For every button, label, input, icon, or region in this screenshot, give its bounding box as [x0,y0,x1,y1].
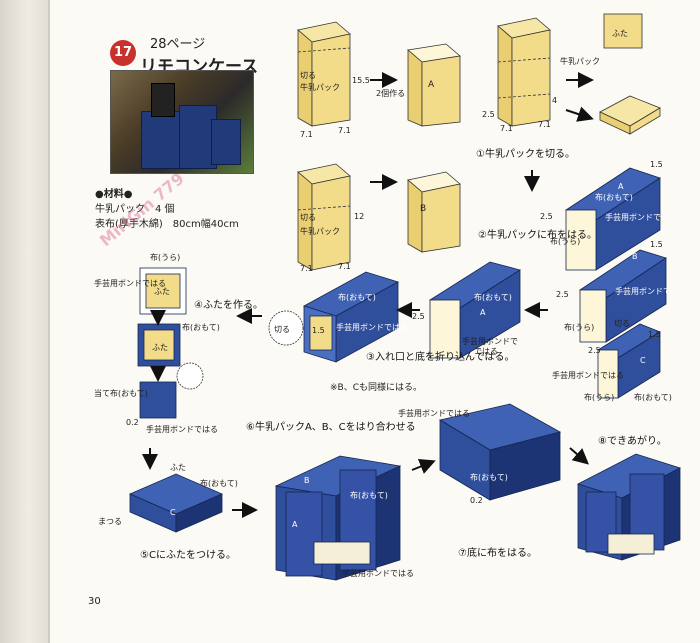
step-3-note: ※B、Cも同様にはる。 [330,383,422,393]
label-cloth-back-b: 布(うら) [564,323,595,332]
dim-1-5-a: 1.5 [650,160,663,169]
step-5-text: ⑤Cにふたをつける。 [140,550,236,561]
label-sew: まつる [98,517,122,526]
label-b: B [420,204,427,214]
label-glue-step6: 手芸用ボンドではる [342,569,414,578]
dim-1-5-b: 1.5 [650,240,663,249]
label-glue-wa-step3: ではる [474,347,498,356]
label-glue-step7: 手芸用ボンドではる [398,409,470,418]
label-two-pieces: 2個作る [376,89,406,98]
step-2-text: ②牛乳パックに布をはる。 [478,230,597,241]
label-backing-cloth: 当て布(おもて) [94,389,148,398]
label-cloth-back-a: 布(うら) [550,237,581,246]
label-b-step6: B [304,476,310,485]
label-cloth-front-step7: 布(おもて) [470,473,508,482]
label-milk-pack-3: 牛乳パック [300,227,340,236]
label-cloth-front-step3: 布(おもて) [474,293,512,302]
label-lid-1: ふた [154,287,170,296]
label-cut-3: 切る [614,319,630,328]
label-glue-b: 手芸用ボンドで [615,287,671,296]
label-lid-piece: ふた [612,29,628,38]
label-b-denim: B [632,252,638,261]
label-milk-pack: 牛乳パック [300,83,340,92]
dim-2-5-c: 2.5 [588,346,601,355]
dim-7-1-d: 7.1 [538,120,551,129]
label-c-step5: C [170,508,176,517]
step-3-text: ③入れ口と底を折り込んではる。 [366,352,515,363]
label-cloth-front-lid: 布(おもて) [182,323,220,332]
label-glue-a: 手芸用ボンドで [605,213,661,222]
label-lid-3: ふた [170,463,186,472]
label-lid-2: ふた [152,343,168,352]
finished-product-photo [110,70,254,174]
page-number: 30 [88,596,101,607]
label-glue-lid-2: 手芸用ボンドではる [146,425,218,434]
materials-cloth: 表布(厚手木綿) 80cm幅40cm [95,219,239,230]
dim-1-5-d: 1.5 [312,326,325,335]
dim-7-1-b: 7.1 [338,126,351,135]
step-1-text: ①牛乳パックを切る。 [476,149,575,160]
label-cloth-front-step5: 布(おもて) [200,479,238,488]
label-a-step3: A [480,308,486,317]
label-c-denim: C [640,356,646,365]
dim-7-1-f: 7.1 [338,262,351,271]
label-cut-zoom: 切る [274,325,290,334]
dim-1-5-c: 1.5 [648,330,661,339]
label-a-denim: A [618,182,624,191]
dim-15-5: 15.5 [352,76,370,85]
page-reference: 28ページ [150,37,206,52]
label-cut-2: 切る [300,213,316,222]
label-milk-pack-2: 牛乳パック [560,57,600,66]
label-cloth-front-a: 布(おもて) [595,193,633,202]
dim-2-5-b: 2.5 [556,290,569,299]
label-glue-box: 手芸用ボンドではる [336,323,408,332]
label-a-step6: A [292,520,298,529]
label-cloth-back-lid: 布(うら) [150,253,181,262]
step-7-text: ⑦底に布をはる。 [458,548,537,559]
dim-7-1-a: 7.1 [300,130,313,139]
book-gutter [0,0,48,643]
materials-milk-carton: 牛乳パック 4 個 [95,204,175,215]
label-glue-step3: 手芸用ボンドで [462,337,518,346]
materials-heading: ●材料● [95,189,133,200]
label-cloth-back-c: 布(うら) [584,393,615,402]
dim-12: 12 [354,212,365,221]
step-6-text: ⑥牛乳パックA、B、Cをはり合わせる [246,422,416,433]
step-4-text: ④ふたを作る。 [194,300,263,311]
dim-4: 4 [552,96,558,105]
label-cloth-front-c: 布(おもて) [634,393,672,402]
label-cloth-front-box: 布(おもて) [338,293,376,302]
dim-7-1-e: 7.1 [300,264,313,273]
dim-0-2-a: 0.2 [126,418,139,427]
label-cut: 切る [300,71,316,80]
label-a-top: A [428,80,435,90]
dim-2-5-top: 2.5 [482,110,495,119]
step-8-text: ⑧できあがり。 [598,436,667,447]
dim-0-2-b: 0.2 [470,496,483,505]
label-glue-c: 手芸用ボンドではる [552,371,624,380]
dim-2-5-d: 2.5 [412,312,425,321]
dim-2-5-a: 2.5 [540,212,553,221]
dim-7-1-c: 7.1 [500,124,513,133]
label-glue-lid: 手芸用ボンドではる [94,279,166,288]
project-number-badge: 17 [110,40,136,66]
label-cloth-front-step6: 布(おもて) [350,491,388,500]
